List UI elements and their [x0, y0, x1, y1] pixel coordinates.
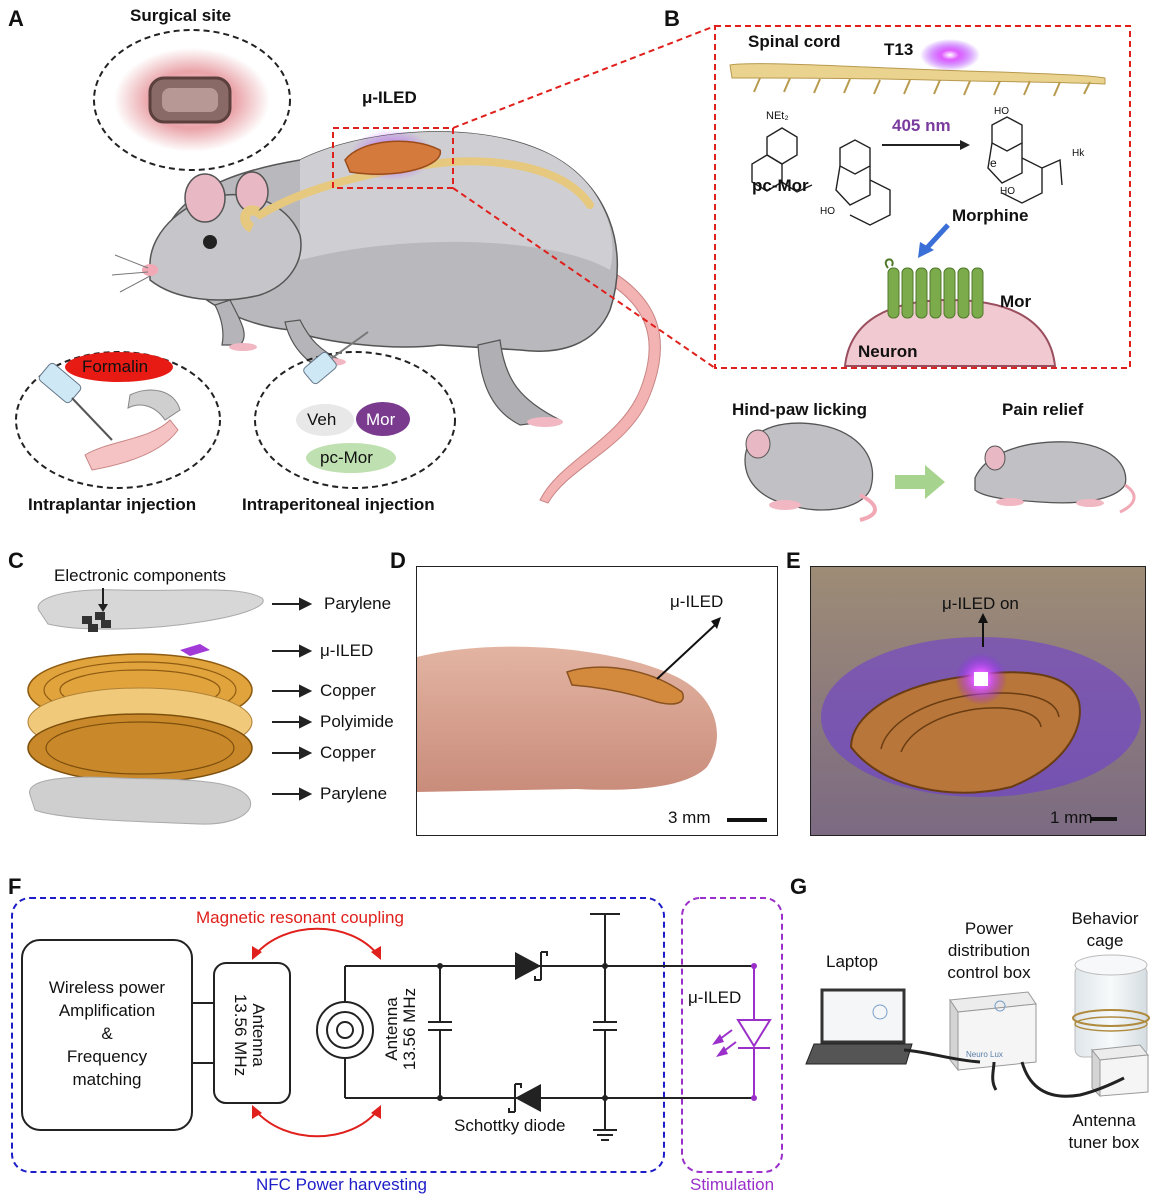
intraplantar-inset [15, 351, 221, 489]
power-line-2: distribution [947, 941, 1031, 960]
wireless-line-3: & [101, 1024, 113, 1043]
morphine-structure [987, 116, 1063, 204]
relief-mouse [974, 441, 1136, 514]
pcmor-badge [306, 443, 396, 473]
layer-label-6: Parylene [320, 784, 388, 803]
pcmor-label-b: pc-Mor [752, 176, 809, 195]
antenna-tuner-label: Antenna tuner box [1054, 1110, 1154, 1154]
finger-photo [416, 566, 778, 836]
pcmor-label-a: pc-Mor [320, 448, 373, 467]
green-arrow [895, 465, 945, 499]
wireless-line-4: Frequency [66, 1047, 148, 1066]
panel-letter-b: B [664, 6, 680, 31]
implant-zoom-box [332, 127, 454, 189]
ho-label-1: HO [820, 206, 835, 217]
power-line-1: Power [964, 919, 1014, 938]
net2-label: NEt₂ [766, 110, 789, 122]
veh-label: Veh [307, 410, 337, 429]
panel-letter-e: E [786, 548, 801, 573]
antenna-1-text: Antenna 13.56 MHz [231, 981, 268, 1089]
small-e-label: e [990, 156, 997, 170]
wireless-line-2: Amplification [58, 1001, 156, 1020]
intraplantar-label: Intraplantar injection [28, 495, 197, 514]
veh-badge [296, 404, 354, 436]
stimulation-label: Stimulation [690, 1175, 775, 1194]
panel-letter-f: F [8, 874, 22, 899]
power-line-3: control box [947, 963, 1031, 982]
schottky-label: Schottky diode [454, 1116, 566, 1135]
layer-label-5: Copper [320, 743, 376, 762]
hk-label: Hk [1072, 148, 1085, 159]
scale-bar-e: 1 mm [1050, 808, 1093, 827]
mor-badge [356, 402, 410, 436]
behavior-line-2: cage [1086, 931, 1124, 950]
wireless-power-text: Wireless power Amplification & Frequency… [22, 976, 192, 1091]
antenna-2-freq: 13.56 MHz [400, 987, 419, 1071]
brand-label: Neuro Lux [966, 1050, 1003, 1059]
exploded-device-view [27, 588, 264, 825]
ho-label-3: HO [1000, 186, 1015, 197]
wavelength-label: 405 nm [892, 116, 951, 135]
intraperitoneal-label: Intraperitoneal injection [242, 495, 435, 514]
pc-mor-structure [751, 127, 891, 226]
mechanism-box [714, 25, 1131, 369]
layer-label-2: μ-ILED [320, 641, 374, 660]
formalin-badge [65, 352, 173, 382]
laptop-label: Laptop [826, 952, 878, 971]
antenna-2-name: Antenna [382, 997, 401, 1061]
power-box-label: Power distribution control box [924, 918, 1054, 984]
antenna-1-name: Antenna [249, 1003, 268, 1067]
wireless-line-1: Wireless power [48, 978, 166, 997]
neuron-receptor [843, 258, 1057, 367]
ho-label-2: HO [994, 106, 1009, 117]
hind-paw-label: Hind-paw licking [732, 400, 868, 419]
layer-label-1: Parylene [324, 594, 392, 613]
tuner-line-2: tuner box [1068, 1133, 1140, 1152]
panel-letter-d: D [390, 548, 406, 573]
uiled-label-d: μ-ILED [670, 592, 724, 611]
antenna-1-freq: 13.56 MHz [231, 993, 250, 1077]
antenna-2-text: Antenna 13.56 MHz [382, 969, 419, 1089]
electronic-components-label: Electronic components [54, 566, 226, 585]
layer-label-4: Polyimide [320, 712, 394, 731]
uiled-on-label: μ-ILED on [942, 594, 1019, 613]
surgical-site-inset [93, 29, 291, 171]
mor-label-a: Mor [366, 410, 396, 429]
layer-label-3: Copper [320, 681, 376, 700]
uiled-label-f: μ-ILED [688, 988, 742, 1007]
mouse-illustration [111, 129, 661, 504]
panel-letter-g: G [790, 874, 808, 899]
surgical-site-label: Surgical site [130, 6, 232, 25]
mor-label-b: Mor [1000, 292, 1032, 311]
neuron-label: Neuron [858, 342, 918, 361]
behavior-line-1: Behavior [1071, 909, 1139, 928]
pain-relief-label: Pain relief [1002, 400, 1084, 419]
spinal-cord-label: Spinal cord [748, 32, 841, 51]
licking-mouse [744, 422, 877, 522]
nfc-label: NFC Power harvesting [256, 1175, 428, 1194]
uiled-label-a: μ-ILED [362, 88, 417, 107]
led-on-photo [810, 566, 1146, 836]
intraperitoneal-inset [254, 331, 456, 489]
scale-bar-d: 3 mm [668, 808, 711, 827]
panel-letter-a: A [8, 6, 24, 31]
panel-letter-c: C [8, 548, 24, 573]
tuner-line-1: Antenna [1072, 1111, 1136, 1130]
spinal-cord-drawing [729, 39, 1106, 97]
t13-label: T13 [884, 40, 914, 59]
morphine-label: Morphine [952, 206, 1029, 225]
coupling-label: Magnetic resonant coupling [196, 908, 404, 927]
behavior-cage-label: Behavior cage [1060, 908, 1150, 952]
wireless-line-5: matching [72, 1070, 142, 1089]
formalin-label: Formalin [82, 357, 149, 376]
layer-arrows [272, 597, 313, 801]
